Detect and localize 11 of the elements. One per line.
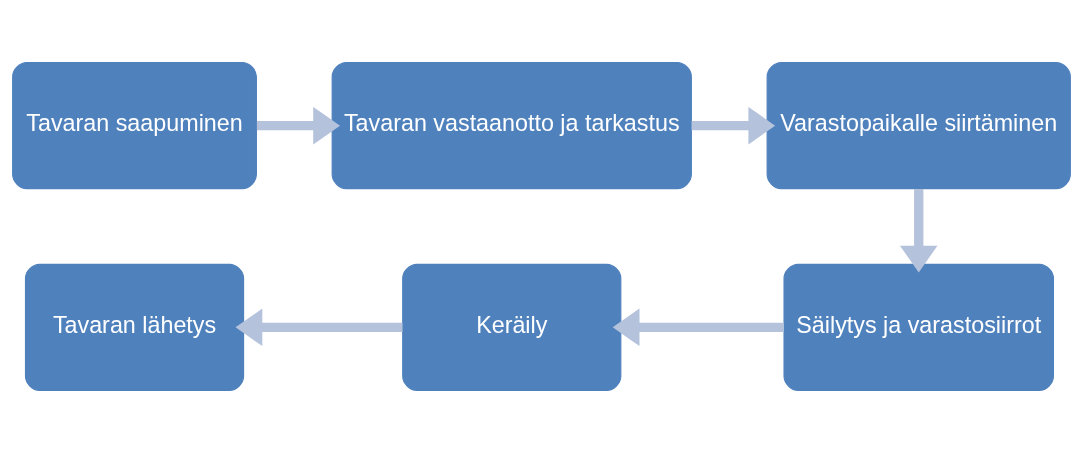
arrow xyxy=(256,106,340,144)
node-box: Varastopaikalle siirtäminen xyxy=(766,61,1071,189)
node-box: Tavaran lähetys xyxy=(24,263,245,391)
arrow xyxy=(691,106,776,144)
arrow xyxy=(899,188,938,272)
node-box: Keräily xyxy=(402,263,622,391)
node-box: Tavaran vastaanotto ja tarkastus xyxy=(331,61,692,189)
node-box: Tavaran saapuminen xyxy=(12,61,257,189)
arrow xyxy=(612,308,784,346)
arrow xyxy=(235,308,403,346)
node-box: Säilytys ja varastosiirrot xyxy=(783,263,1054,391)
